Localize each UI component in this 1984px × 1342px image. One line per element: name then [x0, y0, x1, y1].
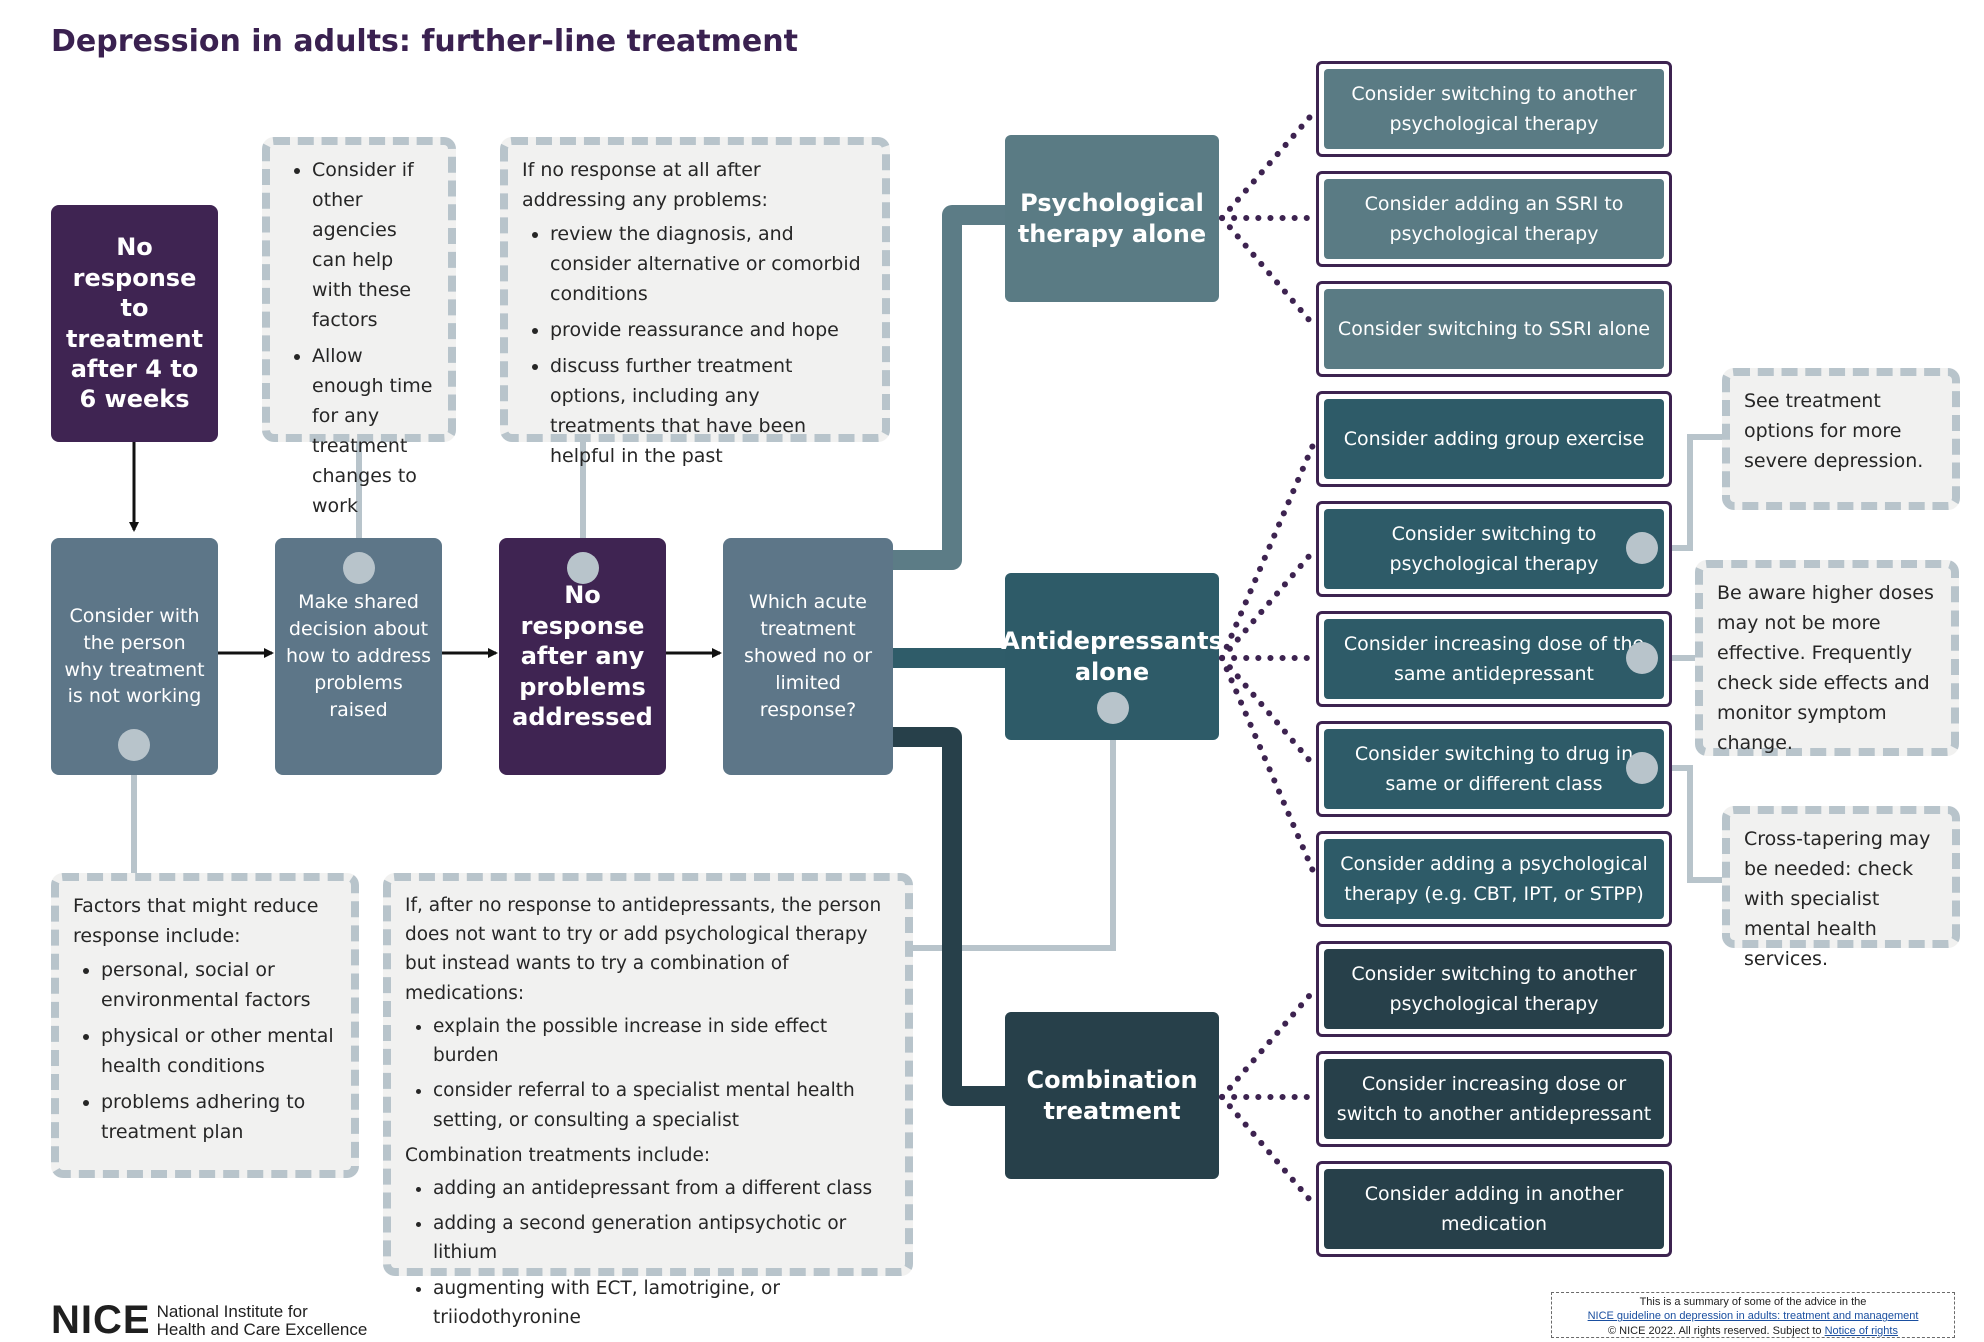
stem-combination-info	[911, 710, 1116, 951]
factors-item: problems adhering to treatment plan	[101, 1087, 337, 1147]
no-response-at-all-item: review the diagnosis, and consider alter…	[550, 219, 868, 309]
which-acute-box: Which acute treatment showed no or limit…	[723, 538, 893, 775]
option-combo-label: Consider adding in another medication	[1324, 1169, 1664, 1249]
option-psych-label: Consider adding an SSRI to psychological…	[1324, 179, 1664, 259]
factors-intro: Factors that might reduce response inclu…	[73, 895, 319, 948]
option-anti: Consider adding group exercise	[1316, 391, 1672, 487]
consider-why-box: Consider with the person why treatment i…	[51, 538, 218, 775]
option-anti: Consider increasing dose of the same ant…	[1316, 611, 1672, 707]
branch-psych	[893, 205, 1008, 570]
higher-doses-text: Be aware higher doses may not be more ef…	[1717, 582, 1934, 755]
nice-logo-line1: National Institute for	[156, 1302, 308, 1322]
no-response-after-text: No response after any problems addressed	[512, 581, 653, 732]
shared-decision-box: Make shared decision about how to addres…	[275, 538, 442, 775]
nice-logo-word: NICE	[51, 1298, 151, 1342]
nice-logo-line2: Health and Care Excellence	[156, 1320, 368, 1340]
fan-psych	[1219, 107, 1319, 331]
no-response-after-box: No response after any problems addressed	[499, 538, 666, 775]
no-response-start-text: No response to treatment after 4 to 6 we…	[65, 233, 204, 414]
option-psych: Consider adding an SSRI to psychological…	[1316, 171, 1672, 267]
fan-combo	[1219, 985, 1319, 1210]
cross-tapering-text: Cross-tapering may be needed: check with…	[1744, 828, 1931, 971]
combination-info-item: adding an antidepressant from a differen…	[433, 1174, 891, 1203]
option-anti-label: Consider switching to psychological ther…	[1324, 509, 1664, 589]
factors-item: physical or other mental health conditio…	[101, 1021, 337, 1081]
consider-why-text: Consider with the person why treatment i…	[64, 604, 205, 708]
option-anti: Consider adding a psychological therapy …	[1316, 831, 1672, 927]
nice-logo: NICE National Institute for Health and C…	[51, 1300, 367, 1340]
summary-line1: This is a summary of some of the advice …	[1639, 1296, 1867, 1308]
option-psych: Consider switching to SSRI alone	[1316, 281, 1672, 377]
no-response-at-all-item: discuss further treatment options, inclu…	[550, 351, 868, 471]
option-psych-label: Consider switching to SSRI alone	[1324, 289, 1664, 369]
severe-note: See treatment options for more severe de…	[1722, 368, 1960, 510]
category-anti: Antidepressants alone	[1001, 573, 1223, 740]
fan-anti	[1219, 435, 1319, 881]
category-combo-label: Combination treatment	[1026, 1066, 1198, 1125]
option-psych-label: Consider switching to another psychologi…	[1324, 69, 1664, 149]
combination-info-item: consider referral to a specialist mental…	[433, 1076, 891, 1134]
notice-of-rights-link[interactable]: Notice of rights	[1824, 1324, 1898, 1337]
option-combo: Consider adding in another medication	[1316, 1161, 1672, 1257]
category-psych-label: Psychological therapy alone	[1017, 189, 1207, 248]
category-combo: Combination treatment	[1005, 1012, 1219, 1179]
nice-logo-text: National Institute for Health and Care E…	[157, 1303, 368, 1339]
option-combo-label: Consider increasing dose or switch to an…	[1324, 1059, 1664, 1139]
factors-note: Factors that might reduce response inclu…	[51, 873, 359, 1178]
combination-info-note: If, after no response to antidepressants…	[383, 873, 913, 1328]
no-response-at-all-intro: If no response at all after addressing a…	[522, 159, 768, 212]
cross-tapering-note: Cross-tapering may be needed: check with…	[1722, 806, 1960, 970]
option-combo-label: Consider switching to another psychologi…	[1324, 949, 1664, 1029]
no-response-at-all-item: provide reassurance and hope	[550, 315, 868, 345]
higher-doses-note: Be aware higher doses may not be more ef…	[1695, 560, 1959, 756]
no-response-at-all-note: If no response at all after addressing a…	[500, 137, 890, 467]
option-anti: Consider switching to psychological ther…	[1316, 501, 1672, 597]
combination-info-intro2: Combination treatments include:	[405, 1144, 711, 1166]
summary-footer: This is a summary of some of the advice …	[1551, 1292, 1955, 1338]
guideline-link[interactable]: NICE guideline on depression in adults: …	[1587, 1310, 1919, 1323]
option-combo: Consider increasing dose or switch to an…	[1316, 1051, 1672, 1147]
severe-text: See treatment options for more severe de…	[1744, 390, 1924, 473]
page-title: Depression in adults: further-line treat…	[51, 24, 798, 59]
factors-item: personal, social or environmental factor…	[101, 955, 337, 1015]
which-acute-text: Which acute treatment showed no or limit…	[743, 591, 873, 721]
combination-info-item: adding a second generation antipsychotic…	[433, 1209, 891, 1267]
agencies-item: Allow enough time for any treatment chan…	[312, 341, 434, 521]
category-psych: Psychological therapy alone	[1005, 135, 1219, 302]
option-anti-label: Consider switching to drug in same or di…	[1324, 729, 1664, 809]
no-response-start-box: No response to treatment after 4 to 6 we…	[51, 205, 218, 442]
agencies-item: Consider if other agencies can help with…	[312, 155, 434, 335]
stem-dot-anti	[1097, 692, 1129, 724]
option-anti-label: Consider adding a psychological therapy …	[1324, 839, 1664, 919]
combination-info-item: explain the possible increase in side ef…	[433, 1012, 891, 1070]
combination-info-item: augmenting with ECT, lamotrigine, or tri…	[433, 1274, 891, 1332]
option-anti: Consider switching to drug in same or di…	[1316, 721, 1672, 817]
summary-line3: © NICE 2022. All rights reserved. Subjec…	[1608, 1324, 1822, 1337]
shared-decision-text: Make shared decision about how to addres…	[285, 591, 431, 721]
agencies-note: Consider if other agencies can help with…	[262, 137, 456, 517]
option-anti-label: Consider adding group exercise	[1324, 399, 1664, 479]
combination-info-intro: If, after no response to antidepressants…	[405, 895, 882, 1004]
category-anti-label: Antidepressants alone	[1001, 627, 1223, 686]
option-combo: Consider switching to another psychologi…	[1316, 941, 1672, 1037]
option-anti-label: Consider increasing dose of the same ant…	[1324, 619, 1664, 699]
branch-combo	[893, 727, 1008, 1106]
option-psych: Consider switching to another psychologi…	[1316, 61, 1672, 157]
